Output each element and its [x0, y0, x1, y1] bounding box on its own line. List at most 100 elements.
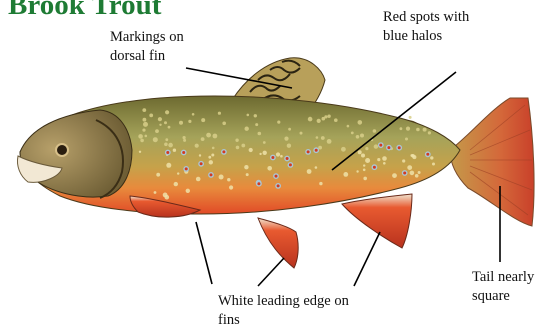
- pale-spot: [209, 160, 213, 164]
- pale-spot: [211, 154, 214, 157]
- pale-spot: [192, 113, 195, 116]
- pale-spot: [156, 173, 160, 177]
- pale-spot: [383, 162, 386, 165]
- pale-spot: [139, 151, 141, 153]
- red-spot: [285, 156, 289, 160]
- red-spot: [222, 150, 226, 154]
- pale-spot: [392, 173, 397, 178]
- pale-spot: [168, 126, 171, 129]
- red-spot: [397, 146, 401, 150]
- pale-spot: [363, 169, 366, 172]
- pale-spot: [245, 127, 249, 131]
- pale-spot: [411, 154, 415, 158]
- pale-spot: [138, 134, 143, 139]
- pale-spot: [405, 138, 408, 141]
- pale-spot: [165, 138, 168, 141]
- pale-spot: [199, 154, 201, 156]
- pale-spot: [267, 166, 272, 171]
- pale-spot: [143, 118, 147, 122]
- pale-spot: [343, 172, 348, 177]
- red-spot: [274, 174, 278, 178]
- pale-spot: [165, 110, 169, 114]
- leader-pectoral: [196, 222, 212, 284]
- pale-spot: [255, 123, 258, 126]
- pale-spot: [365, 158, 370, 163]
- pale-spot: [363, 164, 365, 166]
- label-white-leading-edge: White leading edge on fins: [218, 292, 349, 330]
- pale-spot: [213, 134, 218, 139]
- label-red-spots: Red spots with blue halos: [383, 8, 469, 46]
- pale-spot: [315, 166, 318, 169]
- pale-spot: [361, 154, 365, 158]
- pale-spot: [410, 171, 415, 176]
- pale-spot: [201, 137, 205, 141]
- red-spot: [166, 150, 170, 154]
- pale-spot: [254, 114, 257, 117]
- pale-spot: [145, 135, 148, 138]
- red-spot: [276, 184, 280, 188]
- red-spot: [372, 165, 376, 169]
- pale-spot: [430, 156, 433, 159]
- pale-spot: [407, 165, 412, 170]
- red-spot: [387, 145, 391, 149]
- pale-spot: [373, 129, 377, 133]
- pale-spot: [164, 121, 167, 124]
- pale-spot: [235, 139, 238, 142]
- pale-spot: [415, 174, 419, 178]
- pale-spot: [308, 117, 313, 122]
- pale-spot: [318, 146, 322, 150]
- pale-spot: [432, 163, 435, 166]
- red-spot: [379, 143, 383, 147]
- pale-spot: [409, 116, 412, 119]
- red-spot: [288, 163, 292, 167]
- pale-spot: [406, 127, 410, 131]
- pale-spot: [143, 122, 148, 127]
- pale-spot: [163, 193, 168, 198]
- pale-spot: [358, 150, 362, 154]
- label-dorsal-fin: Markings on dorsal fin: [110, 28, 184, 66]
- pale-spot: [418, 171, 421, 174]
- pale-spot: [300, 132, 303, 135]
- pale-spot: [196, 177, 201, 182]
- pale-spot: [276, 152, 280, 156]
- pale-spot: [177, 172, 179, 174]
- pale-spot: [218, 112, 221, 115]
- pale-spot: [241, 144, 245, 148]
- pale-spot: [173, 149, 176, 152]
- red-spot: [314, 148, 318, 152]
- pale-spot: [222, 122, 226, 126]
- pale-spot: [142, 129, 145, 132]
- pale-spot: [179, 121, 183, 125]
- tail-fin: [450, 98, 534, 226]
- pale-spot: [174, 182, 178, 186]
- pale-spot: [287, 144, 291, 148]
- pale-spot: [280, 155, 283, 158]
- pale-spot: [416, 128, 420, 132]
- pale-spot: [259, 153, 261, 155]
- pale-spot: [317, 119, 321, 123]
- pale-spot: [321, 136, 325, 140]
- red-spot: [306, 150, 310, 154]
- pale-spot: [159, 124, 161, 126]
- pale-spot: [334, 118, 338, 122]
- pale-spot: [244, 165, 248, 169]
- pale-spot: [423, 128, 427, 132]
- fish-eye: [56, 144, 68, 156]
- pale-spot: [347, 125, 350, 128]
- pale-spot: [142, 108, 146, 112]
- pale-spot: [263, 151, 267, 155]
- pale-spot: [284, 137, 288, 141]
- pale-spot: [327, 139, 332, 144]
- pale-spot: [140, 139, 144, 143]
- pale-spot: [246, 173, 249, 176]
- pale-spot: [164, 143, 168, 147]
- pale-spot: [219, 175, 224, 180]
- pale-spot: [322, 117, 326, 121]
- pale-spot: [351, 132, 354, 135]
- leader-anal: [354, 232, 380, 286]
- pale-spot: [307, 169, 312, 174]
- red-spot: [182, 150, 186, 154]
- label-tail: Tail nearly square: [472, 268, 534, 306]
- leader-pelvic: [258, 258, 284, 286]
